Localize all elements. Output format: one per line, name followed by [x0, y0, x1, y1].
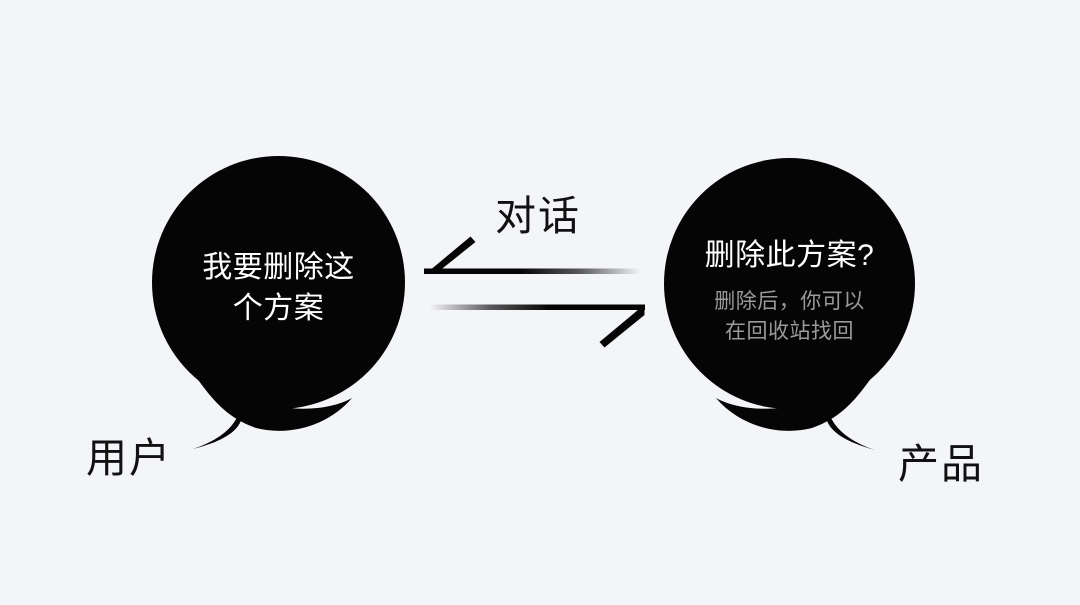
- reply-arrow-head: [425, 236, 476, 274]
- request-arrow-head: [599, 304, 645, 348]
- product-bubble-subtitle-line-2: 在回收站找回: [725, 320, 854, 344]
- user-bubble-message: 我要删除这 个方案: [152, 248, 405, 330]
- caption-product: 产品: [898, 441, 984, 487]
- product-bubble-title: 删除此方案?: [704, 239, 875, 272]
- product-bubble-circle: [664, 158, 915, 409]
- user-bubble-tail-base: [196, 371, 352, 431]
- product-bubble-tail-base: [716, 371, 872, 431]
- caption-user: 用户: [86, 435, 172, 481]
- request-arrow-right: [430, 304, 645, 348]
- user-bubble-line-1: 我要删除这: [202, 251, 355, 284]
- user-speech-bubble: [152, 156, 405, 449]
- product-bubble-subtitle-line-1: 删除后，你可以: [714, 290, 865, 313]
- product-bubble-subtitle: 删除后，你可以 在回收站找回: [664, 287, 915, 348]
- reply-arrow-left: [424, 236, 640, 274]
- user-bubble-tail: [193, 397, 244, 449]
- product-bubble-message: 删除此方案? 删除后，你可以 在回收站找回: [664, 236, 915, 348]
- reply-arrow-shaft: [424, 268, 640, 274]
- user-bubble-line-2: 个方案: [232, 291, 325, 325]
- request-arrow-shaft: [430, 304, 645, 310]
- conversation-label: 对话: [495, 193, 581, 239]
- product-speech-bubble: [664, 158, 915, 450]
- product-bubble-tail: [824, 397, 875, 450]
- user-bubble-circle: [152, 156, 405, 409]
